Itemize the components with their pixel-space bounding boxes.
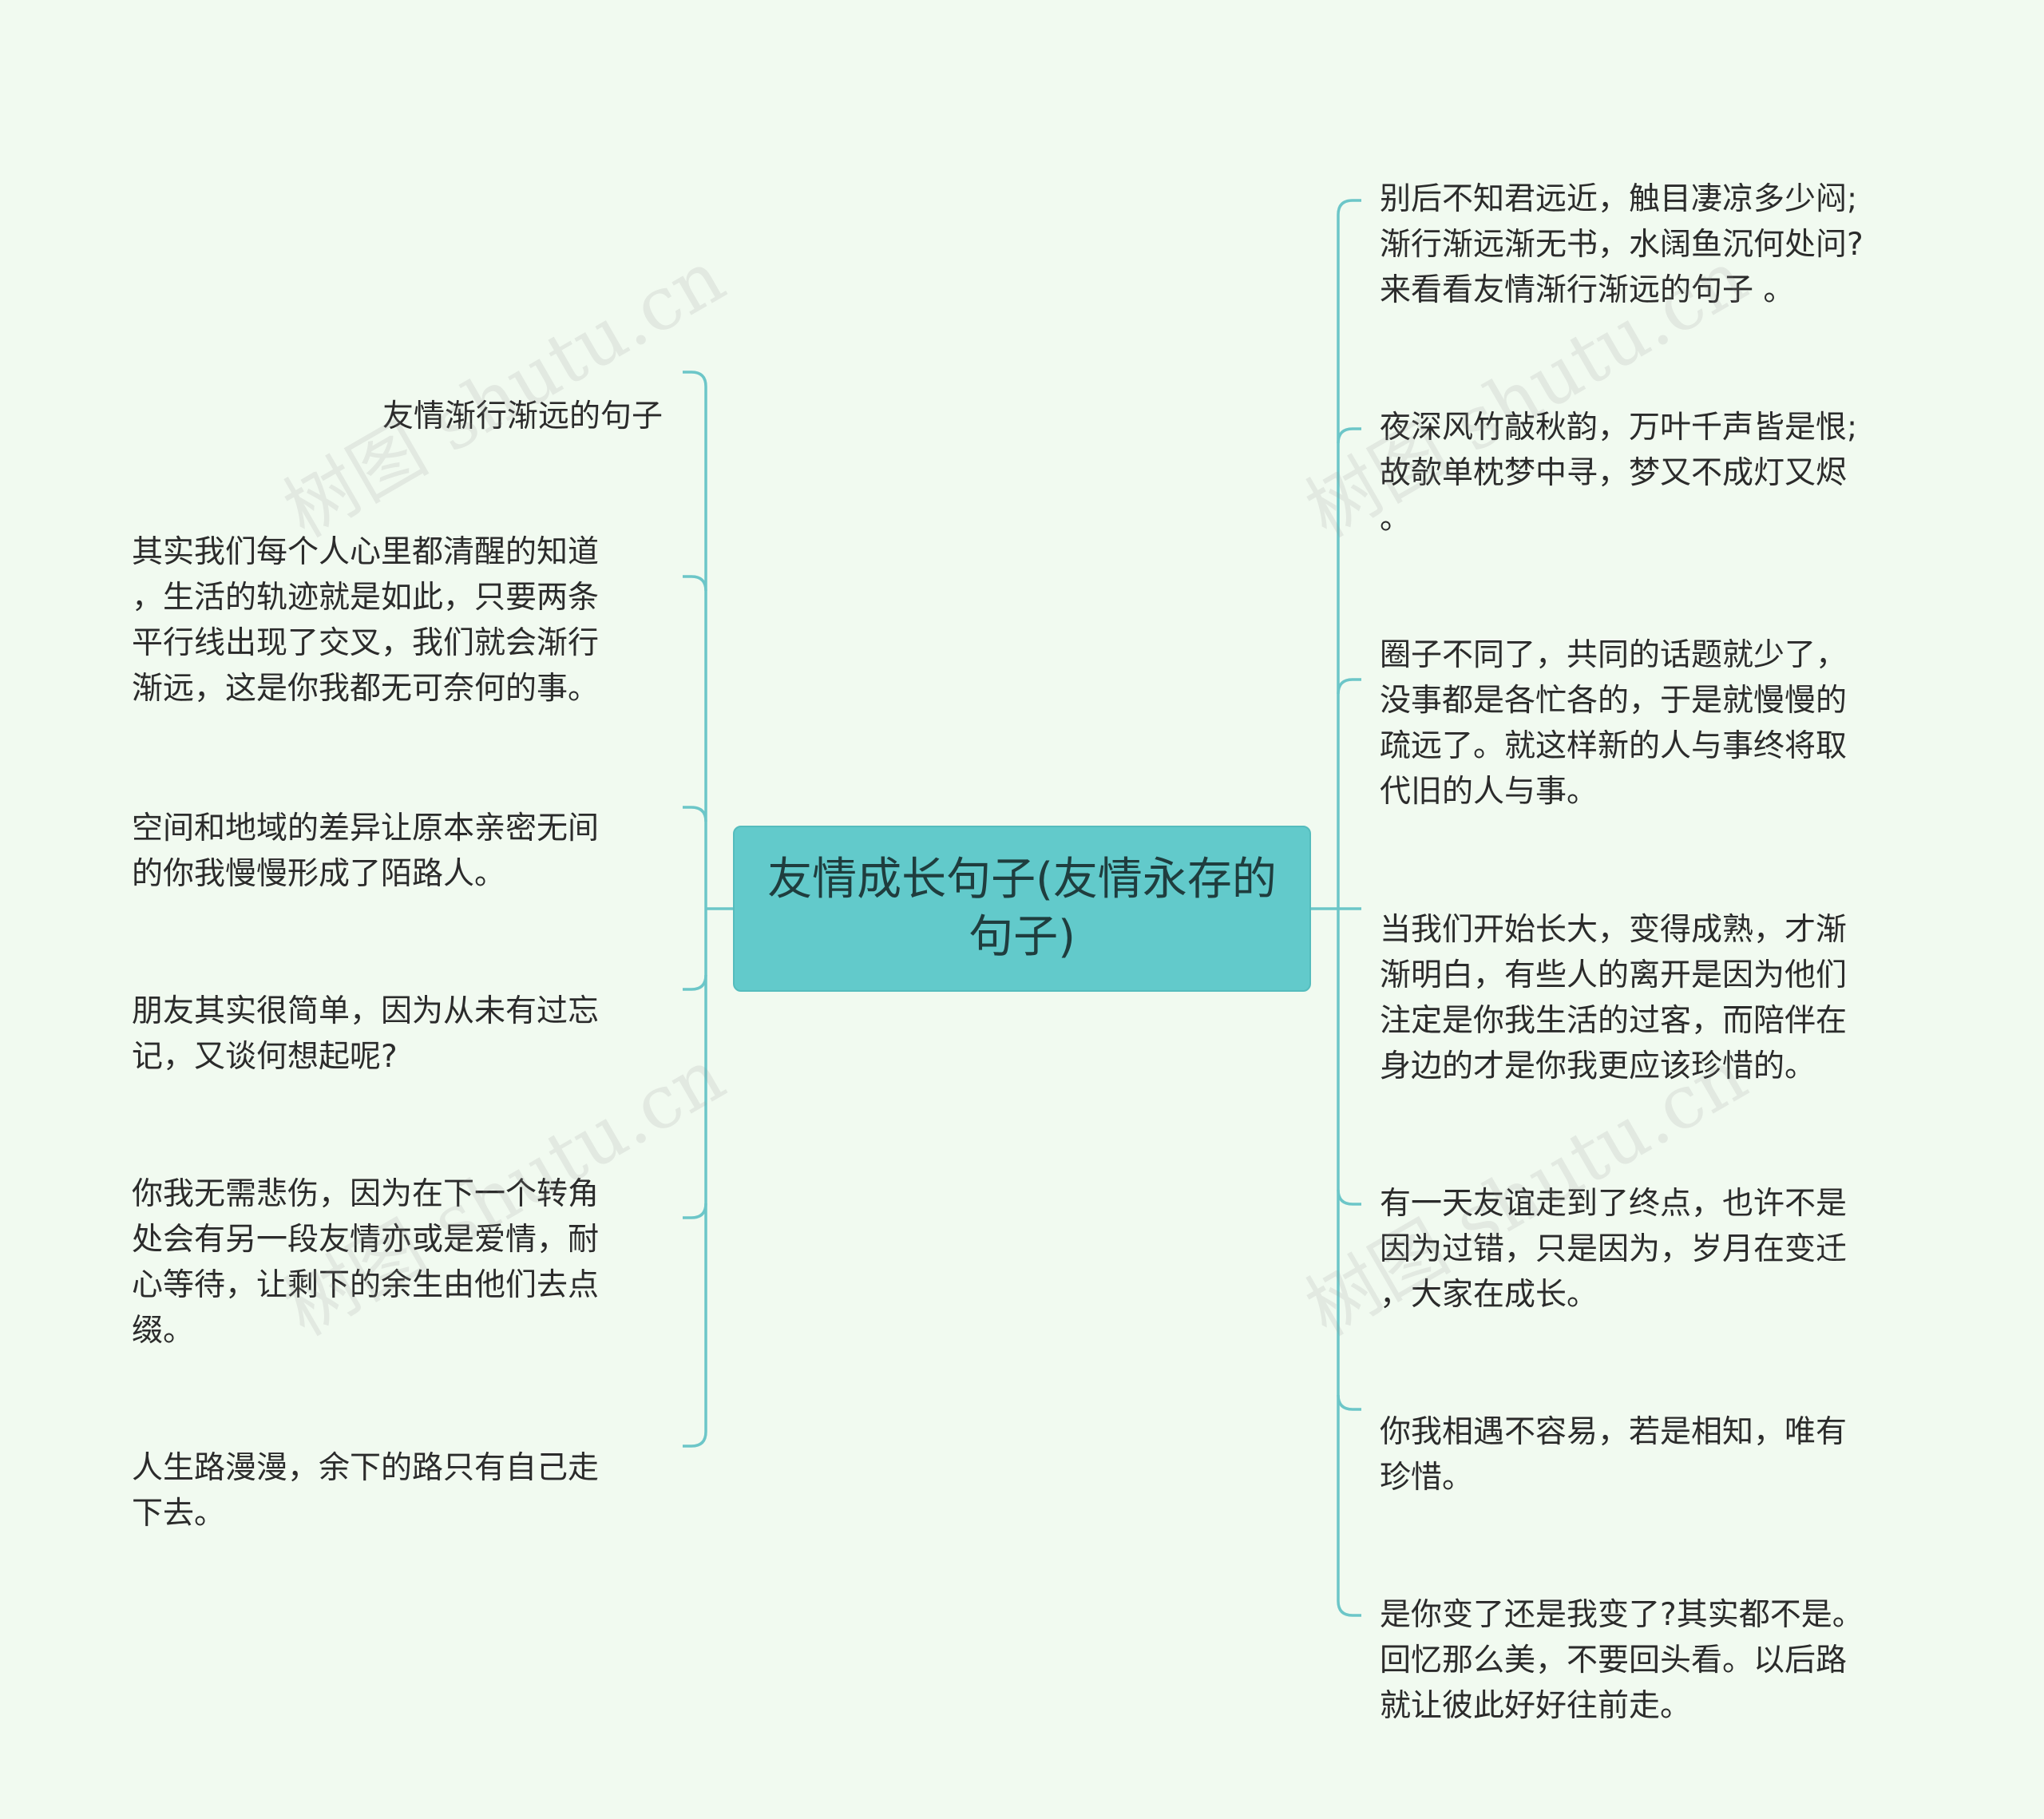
central-topic-label: 友情成长句子(友情永存的句子) (767, 854, 1277, 963)
left-branch-3 (683, 806, 707, 822)
right-branch-6 (1337, 1394, 1361, 1411)
left-branch-6 (683, 1431, 707, 1448)
right-branch-7 (1337, 1600, 1361, 1617)
left-branch-1 (683, 371, 707, 387)
right-node-3[interactable]: 圈子不同了，共同的话题就少了， 没事都是各忙各的，于是就慢慢的 疏远了。就这样新… (1380, 587, 1923, 814)
left-node-1-text: 友情渐行渐远的句子 (382, 398, 663, 434)
right-node-6[interactable]: 你我相遇不容易，若是相知，唯有 珍惜。 (1380, 1364, 1923, 1500)
right-branch-1 (1337, 199, 1361, 216)
right-node-4-text: 当我们开始长大，变得成熟，才渐 渐明白，有些人的离开是因为他们 注定是你我生活的… (1380, 912, 1848, 1084)
left-branch-4 (683, 974, 707, 991)
left-node-2-text: 其实我们每个人心里都清醒的知道 ，生活的轨迹就是如此，只要两条 平行线出现了交叉… (132, 534, 600, 707)
left-node-5-text: 你我无需悲伤，因为在下一个转角 处会有另一段友情亦或是爱情，耐 心等待，让剩下的… (132, 1176, 600, 1349)
right-node-5-text: 有一天友谊走到了终点，也许不是 因为过错，只是因为，岁月在变迁 ，大家在成长。 (1380, 1186, 1848, 1313)
left-node-6[interactable]: 人生路漫漫，余下的路只有自己走 下去。 (132, 1400, 659, 1536)
central-topic[interactable]: 友情成长句子(友情永存的句子) (733, 826, 1311, 992)
left-node-4[interactable]: 朋友其实很简单，因为从未有过忘 记，又谈何想起呢? (132, 943, 659, 1080)
left-branch-5 (683, 1203, 707, 1219)
right-node-1[interactable]: 别后不知君远近，触目凄凉多少闷; 渐行渐远渐无书，水阔鱼沉何处问? 来看看友情渐… (1380, 131, 1923, 313)
right-branch-5 (1337, 1189, 1361, 1206)
left-node-4-text: 朋友其实很简单，因为从未有过忘 记，又谈何想起呢? (132, 993, 600, 1075)
right-node-6-text: 你我相遇不容易，若是相知，唯有 珍惜。 (1380, 1414, 1848, 1496)
right-node-7-text: 是你变了还是我变了?其实都不是。 回忆那么美，不要回头看。以后路 就让彼此好好往… (1380, 1597, 1864, 1724)
left-branch-2 (683, 575, 707, 592)
left-node-6-text: 人生路漫漫，余下的路只有自己走 下去。 (132, 1450, 600, 1532)
right-node-2[interactable]: 夜深风竹敲秋韵，万叶千声皆是恨; 故欹单枕梦中寻，梦又不成灯又烬 。 (1380, 359, 1923, 541)
right-branch-3 (1337, 678, 1361, 695)
left-node-5[interactable]: 你我无需悲伤，因为在下一个转角 处会有另一段友情亦或是爱情，耐 心等待，让剩下的… (132, 1126, 659, 1353)
right-node-5[interactable]: 有一天友谊走到了终点，也许不是 因为过错，只是因为，岁月在变迁 ，大家在成长。 (1380, 1135, 1923, 1318)
right-node-4[interactable]: 当我们开始长大，变得成熟，才渐 渐明白，有些人的离开是因为他们 注定是你我生活的… (1380, 862, 1923, 1089)
left-node-2[interactable]: 其实我们每个人心里都清醒的知道 ，生活的轨迹就是如此，只要两条 平行线出现了交叉… (132, 484, 659, 711)
left-node-1[interactable]: 友情渐行渐远的句子 (275, 348, 663, 439)
right-node-1-text: 别后不知君远近，触目凄凉多少闷; 渐行渐远渐无书，水阔鱼沉何处问? 来看看友情渐… (1380, 181, 1864, 308)
right-branch-2 (1337, 427, 1361, 444)
right-node-2-text: 夜深风竹敲秋韵，万叶千声皆是恨; 故欹单枕梦中寻，梦又不成灯又烬 。 (1380, 410, 1858, 537)
right-node-3-text: 圈子不同了，共同的话题就少了， 没事都是各忙各的，于是就慢慢的 疏远了。就这样新… (1380, 637, 1848, 810)
left-node-3[interactable]: 空间和地域的差异让原本亲密无间 的你我慢慢形成了陌路人。 (132, 760, 659, 897)
left-node-3-text: 空间和地域的差异让原本亲密无间 的你我慢慢形成了陌路人。 (132, 810, 600, 892)
right-node-7[interactable]: 是你变了还是我变了?其实都不是。 回忆那么美，不要回头看。以后路 就让彼此好好往… (1380, 1547, 1923, 1729)
